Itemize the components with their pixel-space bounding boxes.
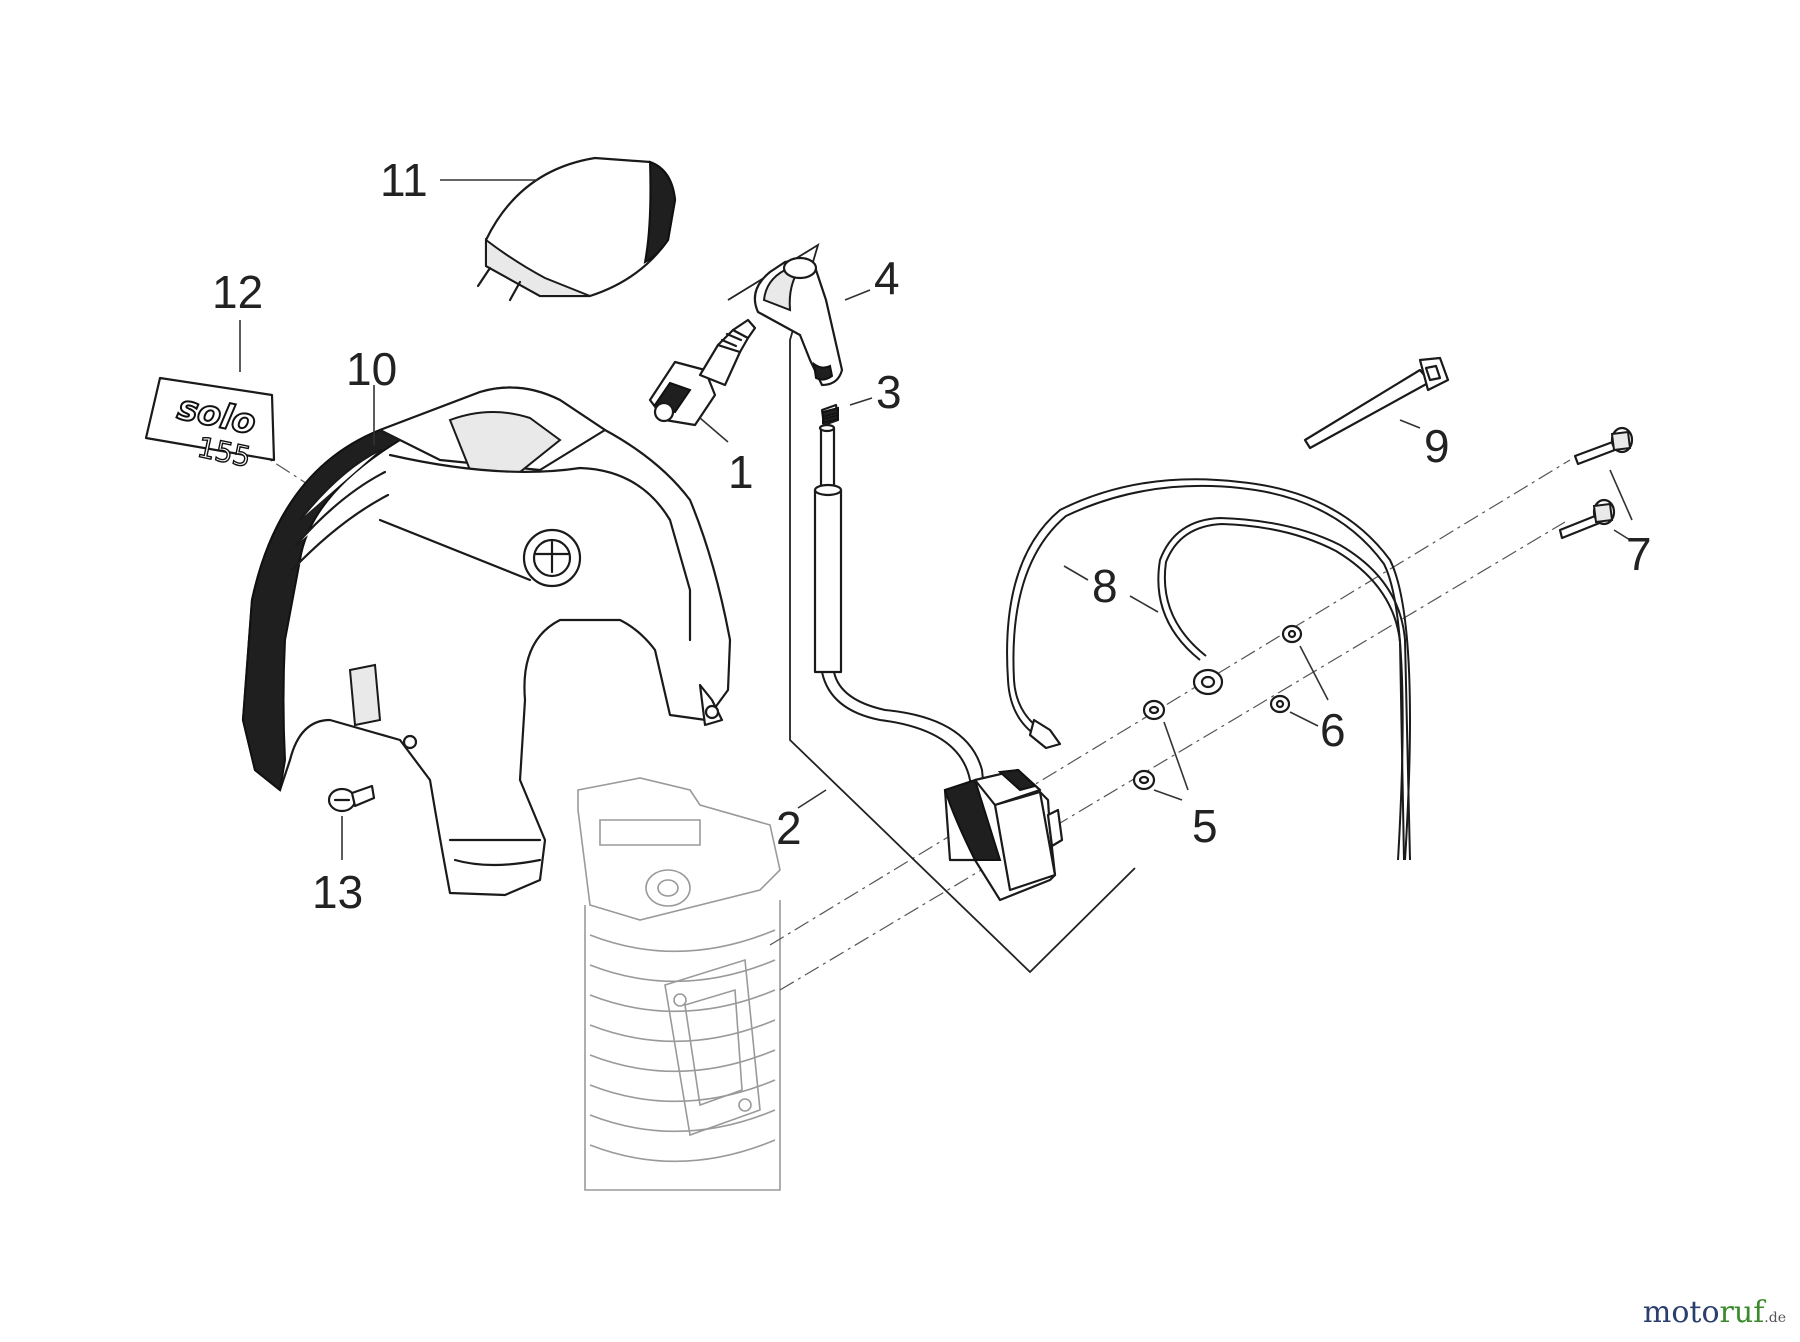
watermark-logo: motoruf.de	[1643, 1295, 1786, 1330]
kill-switch-cable: 8	[1006, 478, 1411, 861]
watermark-accent: ruf	[1719, 1295, 1765, 1330]
spark-plug-boot: 4	[753, 252, 900, 387]
callout-10: 10	[346, 343, 397, 395]
screw-7-lower	[1558, 498, 1616, 540]
cable-tie: 9	[1303, 356, 1450, 472]
callout-2: 2	[776, 802, 802, 854]
ignition-group-bracket	[727, 243, 1136, 974]
callout-1: 1	[728, 446, 754, 498]
screw-13: 13	[312, 784, 376, 918]
callout-8: 8	[1092, 560, 1118, 612]
washer-6-upper	[1281, 624, 1303, 644]
spark-plug: 1	[648, 318, 757, 498]
ignition-module: 2	[776, 423, 1064, 902]
air-filter-cover: 11	[380, 154, 677, 302]
callout-5: 5	[1192, 800, 1218, 852]
engine-hood: 10	[241, 343, 732, 897]
callout-11: 11	[380, 154, 428, 206]
washer-5-lower	[1132, 769, 1156, 791]
washer-5-upper	[1142, 699, 1166, 721]
decal-label: solo 155 12	[144, 266, 276, 475]
callout-9: 9	[1424, 420, 1450, 472]
engine-cylinder-ghost	[577, 777, 781, 1191]
watermark-suffix: .de	[1764, 1310, 1786, 1326]
callout-4: 4	[874, 252, 900, 304]
callout-7: 7	[1626, 528, 1652, 580]
callout-12: 12	[212, 266, 263, 318]
callout-13: 13	[312, 866, 363, 918]
callout-6: 6	[1320, 704, 1346, 756]
watermark-prefix: moto	[1642, 1295, 1720, 1330]
callout-3: 3	[876, 366, 902, 418]
screw-7-upper	[1573, 426, 1634, 466]
spring-contact: 3	[820, 366, 902, 427]
washer-6-lower	[1269, 694, 1291, 714]
